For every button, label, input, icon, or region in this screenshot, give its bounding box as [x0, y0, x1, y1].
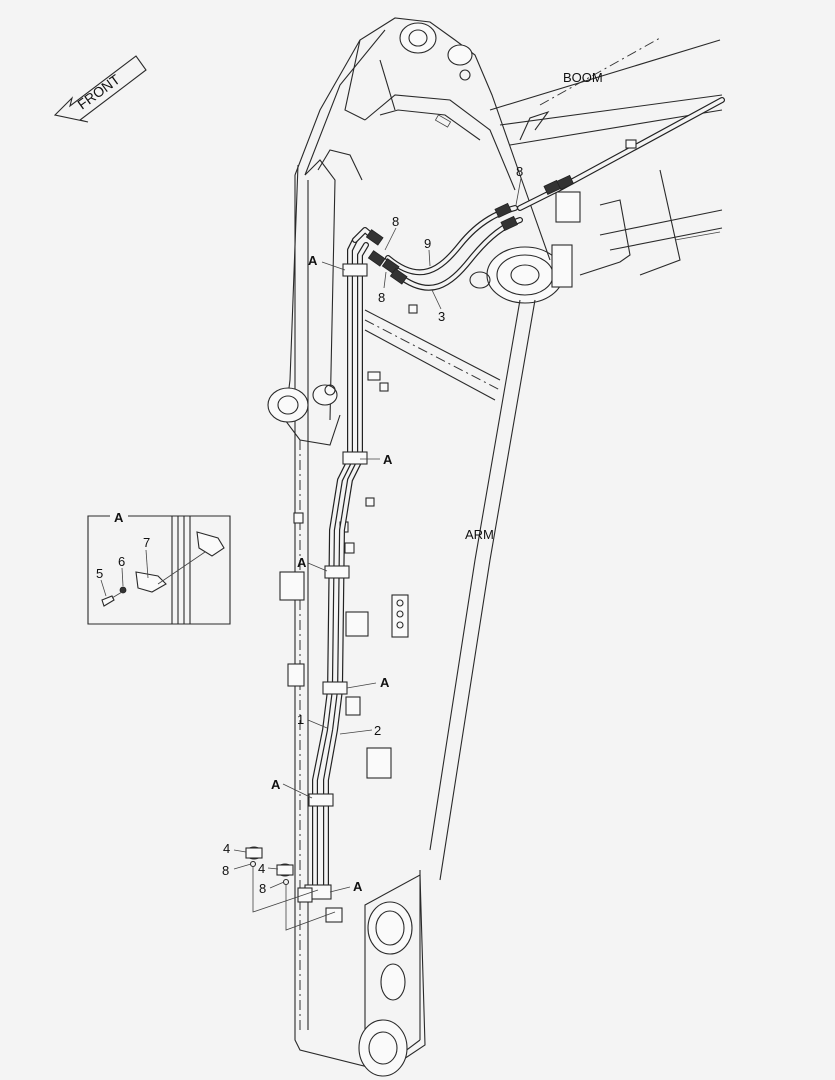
detail-a-box: A	[87, 510, 231, 625]
pipes	[312, 227, 375, 893]
front-arrow: FRONT	[53, 55, 147, 123]
clamp-marker-a-4: A	[380, 675, 390, 690]
callout-pipe-left: 1	[297, 712, 304, 727]
arm-end	[358, 874, 426, 1077]
clamp-marker-a-2: A	[383, 452, 393, 467]
detail-a-title: A	[114, 510, 124, 525]
clamp-marker-a-5: A	[271, 777, 281, 792]
callout-hose-lower: 3	[438, 309, 445, 324]
boom-outline	[489, 37, 723, 276]
clamp-marker-a-6: A	[353, 879, 363, 894]
callout-oring-top: 8	[516, 164, 523, 179]
callout-oring-nut-a: 8	[222, 863, 229, 878]
arm-label: ARM	[465, 527, 494, 542]
arm-outline	[267, 17, 551, 1071]
arm-blocks	[279, 304, 418, 779]
boom-pivot	[469, 191, 581, 304]
callout-clamp: 7	[143, 535, 150, 550]
leader-lines	[233, 177, 522, 893]
callout-oring-nut-b: 8	[259, 881, 266, 896]
pipe-clamps	[297, 263, 368, 923]
callout-hose-upper: 9	[424, 236, 431, 251]
clamp-marker-a-1: A	[308, 253, 318, 268]
callout-bolt: 5	[96, 566, 103, 581]
bottom-fittings	[245, 846, 336, 931]
callout-washer: 6	[118, 554, 125, 569]
hoses	[365, 97, 725, 291]
callout-pipe-right: 2	[374, 723, 381, 738]
boom-label: BOOM	[563, 70, 603, 85]
clamp-marker-a-3: A	[297, 555, 307, 570]
labels: BOOM ARM 8 8 8 9 3 1 2 4 8 4 8 5 6 7 A A…	[96, 70, 603, 896]
callout-nut-b: 4	[258, 861, 265, 876]
callout-oring-mid: 8	[378, 290, 385, 305]
callout-nut-a: 4	[223, 841, 230, 856]
callout-oring-upper: 8	[392, 214, 399, 229]
